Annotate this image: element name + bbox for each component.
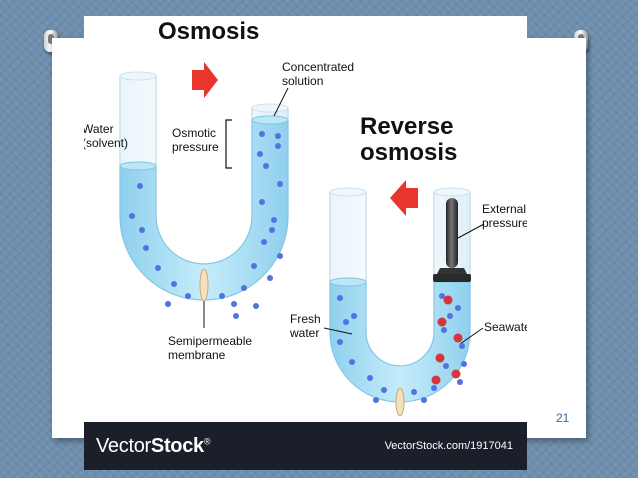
water-molecule	[251, 263, 257, 269]
osmosis-left-surface	[119, 161, 157, 171]
diagram-svg	[119, 62, 485, 417]
ro-arrow-left	[390, 180, 418, 216]
ro-molecules	[337, 293, 467, 403]
vectorstock-url: VectorStock.com/1917041	[384, 440, 513, 452]
salt-particle	[437, 317, 447, 327]
water-molecule	[259, 131, 265, 137]
logo-stock-text: Stock	[150, 435, 204, 457]
water-molecule	[139, 227, 145, 233]
water-molecule	[373, 397, 379, 403]
water-molecule	[261, 239, 267, 245]
concentrated-pointer	[273, 87, 289, 117]
water-molecule	[241, 285, 247, 291]
external-pressure-label: External pressure	[482, 202, 527, 230]
osmosis-u-tube	[119, 62, 289, 328]
fresh-water-pointer	[323, 327, 353, 335]
water-molecule	[271, 217, 277, 223]
water-molecule	[439, 293, 445, 299]
water-molecule	[447, 313, 453, 319]
ro-membrane	[395, 387, 405, 417]
osmosis-arrow-right	[192, 62, 218, 98]
water-molecule	[277, 253, 283, 259]
water-molecule	[337, 339, 343, 345]
osmosis-right-rim	[251, 103, 289, 113]
water-molecule	[457, 379, 463, 385]
water-molecule	[443, 363, 449, 369]
osmotic-pressure-label: Osmotic pressure	[172, 126, 219, 154]
water-molecule	[421, 397, 427, 403]
water-molecule	[275, 143, 281, 149]
ro-water	[329, 281, 471, 403]
water-molecule	[455, 305, 461, 311]
slide-page-number: 21	[556, 411, 570, 425]
water-molecule	[165, 301, 171, 307]
salt-particle	[431, 375, 441, 385]
water-molecule	[129, 213, 135, 219]
logo-registered-mark: ®	[203, 436, 211, 447]
water-molecule	[459, 343, 465, 349]
osmotic-pressure-bracket	[225, 119, 232, 169]
piston-head	[433, 274, 471, 282]
water-molecule	[219, 293, 225, 299]
water-molecule	[275, 133, 281, 139]
water-molecule	[461, 361, 467, 367]
osmosis-molecules	[129, 131, 283, 319]
osmosis-right-surface	[251, 115, 289, 125]
water-molecule	[277, 181, 283, 187]
ro-left-surface	[329, 277, 367, 287]
water-molecule	[411, 389, 417, 395]
water-molecule	[381, 387, 387, 393]
vectorstock-logo: VectorStock®	[96, 435, 211, 458]
water-molecule	[259, 199, 265, 205]
salt-particle	[453, 333, 463, 343]
water-molecule	[441, 327, 447, 333]
seawater-pointer	[459, 327, 484, 345]
diagram-image: Osmosis Reverse osmosis Water (solvent) …	[84, 16, 527, 470]
water-molecule	[171, 281, 177, 287]
piston-rod	[446, 198, 458, 268]
water-solvent-label: Water (solvent)	[84, 122, 129, 150]
water-molecule	[263, 163, 269, 169]
ro-left-rim	[329, 187, 367, 197]
vectorstock-footer: VectorStock® VectorStock.com/1917041	[84, 422, 527, 470]
water-molecule	[137, 183, 143, 189]
water-molecule	[351, 313, 357, 319]
osmosis-water	[119, 119, 289, 301]
water-molecule	[337, 295, 343, 301]
seawater-label: Seawater	[484, 320, 527, 334]
logo-vector-text: Vector	[96, 435, 151, 457]
fresh-water-label: Fresh water	[290, 312, 321, 340]
water-molecule	[431, 385, 437, 391]
water-molecule	[233, 313, 239, 319]
salt-particle	[443, 295, 453, 305]
water-molecule	[231, 301, 237, 307]
water-molecule	[267, 275, 273, 281]
water-molecule	[143, 245, 149, 251]
external-pressure-pointer	[457, 223, 485, 239]
water-molecule	[343, 319, 349, 325]
osmosis-membrane	[199, 268, 209, 302]
water-molecule	[253, 303, 259, 309]
water-molecule	[155, 265, 161, 271]
reverse-osmosis-u-tube	[323, 180, 485, 417]
ro-right-rim	[433, 187, 471, 197]
water-molecule	[367, 375, 373, 381]
semipermeable-membrane-label: Semipermeable membrane	[168, 334, 253, 362]
reverse-osmosis-title: Reverse osmosis	[360, 113, 458, 166]
water-molecule	[349, 359, 355, 365]
osmosis-left-rim	[119, 71, 157, 81]
salt-particle	[451, 369, 461, 379]
salt-particle	[435, 353, 445, 363]
concentrated-solution-label: Concentrated solution	[282, 60, 355, 88]
osmosis-title: Osmosis	[158, 18, 260, 45]
water-molecule	[269, 227, 275, 233]
water-molecule	[185, 293, 191, 299]
water-molecule	[257, 151, 263, 157]
